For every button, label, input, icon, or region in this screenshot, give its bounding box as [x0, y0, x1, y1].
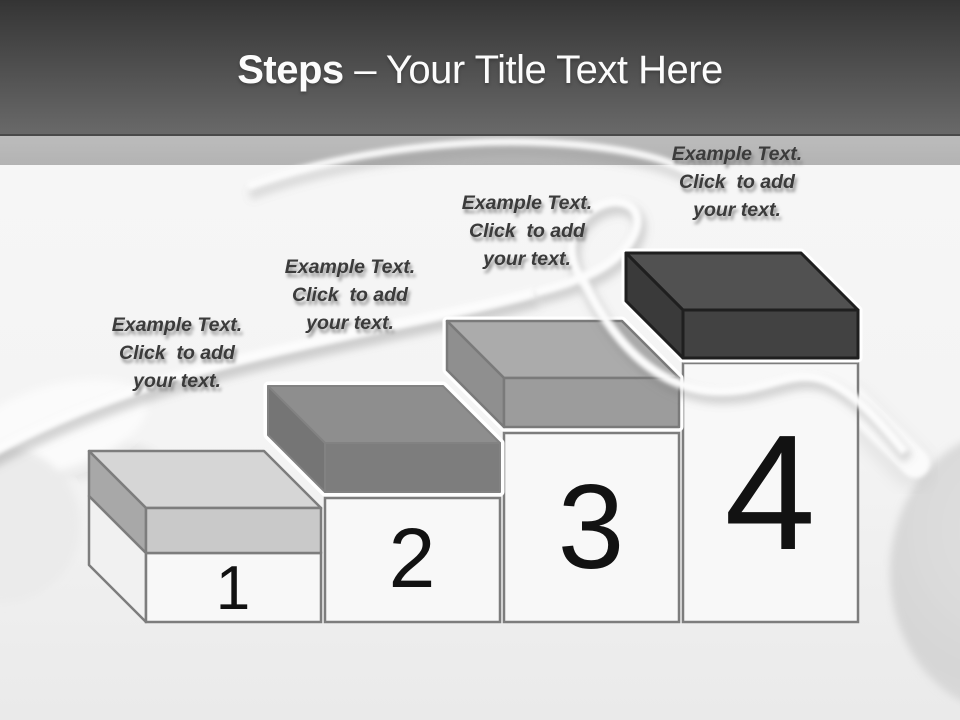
caption-line: your text.	[693, 199, 781, 221]
background-disc-right	[890, 443, 960, 701]
step-4-cap	[621, 248, 863, 363]
step-caption-3[interactable]: Example Text. Click to add your text.	[407, 189, 647, 273]
step-2-cap	[263, 381, 505, 497]
caption-line: your text.	[133, 370, 221, 392]
caption-line: Example Text.	[111, 314, 243, 336]
title-separator: –	[354, 48, 377, 92]
caption-line: Click to add	[469, 220, 585, 242]
step-4-front-face	[681, 361, 860, 624]
cable-loop	[533, 197, 913, 464]
caption-line: your text.	[306, 312, 394, 334]
caption-line: your text.	[483, 248, 571, 270]
title-bar: Steps – Your Title Text Here	[0, 0, 960, 136]
step-caption-2[interactable]: Example Text. Click to add your text.	[230, 253, 470, 337]
step-1-cap	[87, 449, 323, 555]
caption-line: Click to add	[679, 171, 795, 193]
page-title[interactable]: Steps – Your Title Text Here	[0, 50, 960, 90]
step-1-front-face	[144, 551, 323, 624]
caption-line: Click to add	[292, 284, 408, 306]
cap-front-face	[502, 376, 681, 429]
cap-front-face	[681, 308, 860, 360]
title-rest: Your Title Text Here	[385, 48, 723, 92]
caption-line: Example Text.	[284, 256, 416, 278]
step-caption-1[interactable]: Example Text. Click to add your text.	[57, 311, 297, 395]
title-emphasis: Steps	[237, 48, 344, 92]
cap-front-face	[144, 506, 323, 555]
caption-line: Example Text.	[461, 192, 593, 214]
caption-line: Example Text.	[671, 143, 803, 165]
step-caption-4[interactable]: Example Text. Click to add your text.	[617, 140, 857, 224]
cable-top	[246, 138, 701, 200]
caption-line: Click to add	[119, 342, 235, 364]
cap-front-face	[324, 442, 501, 493]
step-number-3: 3	[557, 460, 625, 594]
step-number-1: 1	[215, 554, 251, 623]
step-number-4: 4	[724, 401, 816, 584]
step-3-front-face	[502, 431, 681, 624]
step-number-2: 2	[388, 511, 436, 605]
step-2-front-face	[323, 496, 502, 624]
